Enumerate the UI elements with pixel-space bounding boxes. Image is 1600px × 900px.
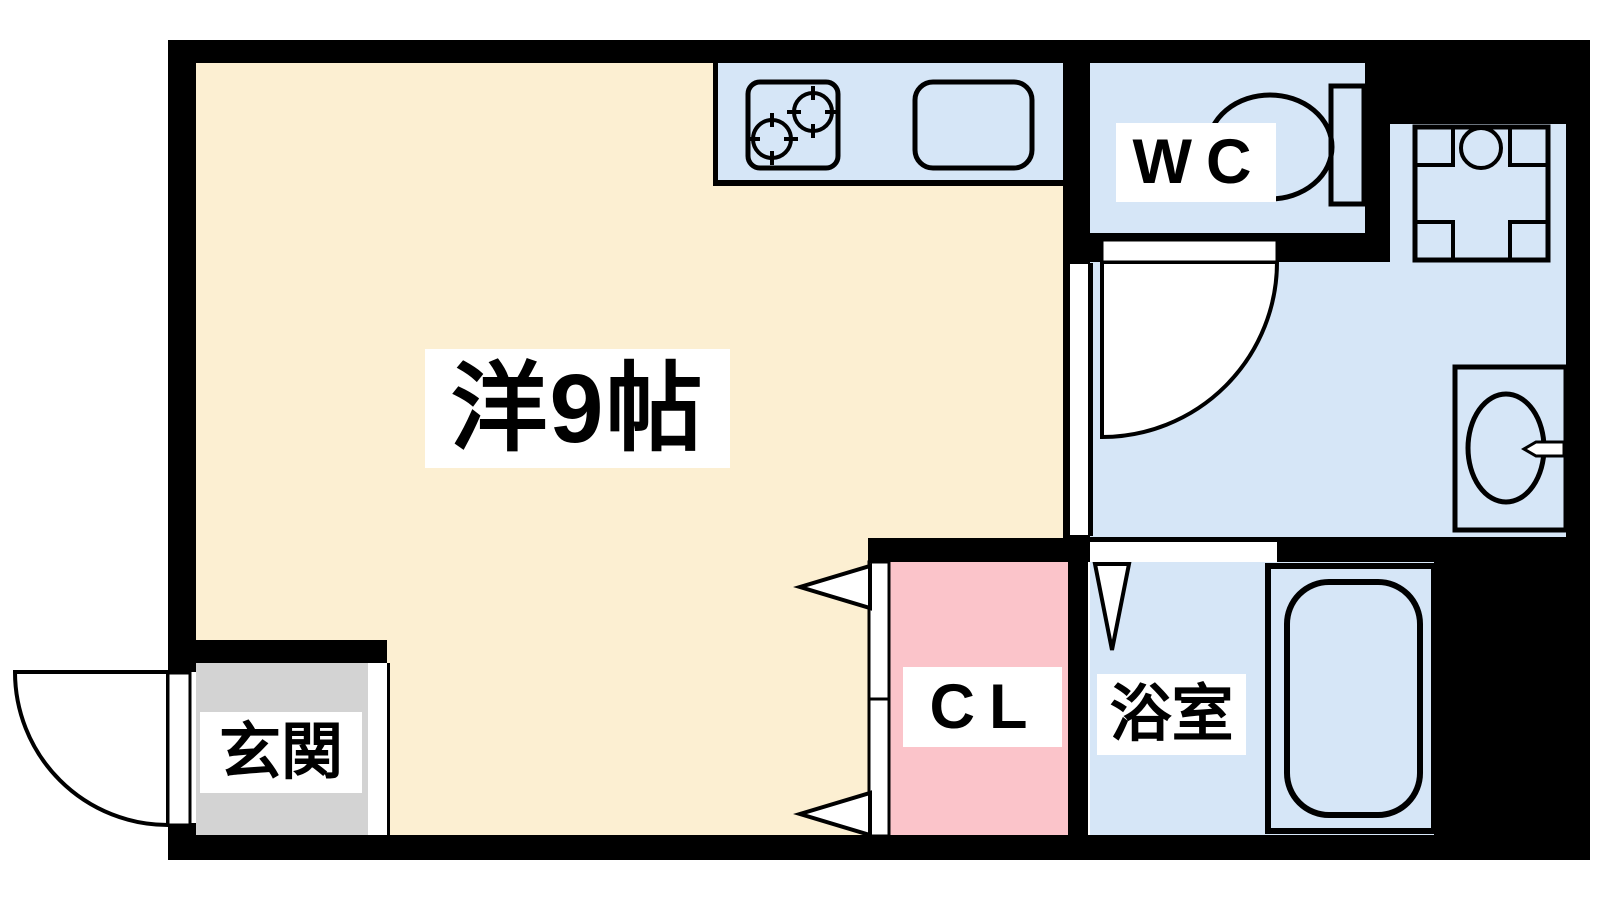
wall-top-right-chunk xyxy=(1390,63,1566,124)
wall-outer-top xyxy=(168,40,1590,63)
bathroom-label: 浴室 xyxy=(1097,674,1246,755)
bathtub-enclosure-icon xyxy=(1265,563,1437,834)
bathtub-icon xyxy=(1284,579,1423,818)
main-room-doorway-opening xyxy=(1068,262,1090,537)
wall-entrance-top xyxy=(195,640,387,663)
main-room-label: 洋9帖 xyxy=(425,349,730,468)
entrance-door-leaf xyxy=(166,671,192,827)
wall-bathroom-right-chunk xyxy=(1434,537,1566,835)
laundry-nook-area xyxy=(1390,124,1566,262)
pan-corner xyxy=(1413,125,1455,167)
wall-closet-bathroom xyxy=(1068,562,1088,838)
bathroom-folding-door-icon xyxy=(1092,562,1132,651)
washbasin-faucet-icon xyxy=(1521,440,1566,458)
stove-icon xyxy=(745,79,841,171)
wc-door-swing-arc xyxy=(1100,260,1280,440)
entrance-door-swing-arc xyxy=(12,670,170,828)
bathroom-doorway-gap xyxy=(1090,542,1277,562)
closet-label: CL xyxy=(903,667,1062,747)
pan-corner xyxy=(1413,220,1455,262)
closet-bifold-arrow-bottom-icon xyxy=(793,790,872,838)
washing-machine-pan-icon xyxy=(1412,124,1551,263)
wall-outer-right xyxy=(1566,40,1590,860)
wall-outer-bottom xyxy=(168,835,1590,860)
closet-bifold-arrow-top-icon xyxy=(793,563,872,611)
wall-outer-left xyxy=(168,40,196,672)
wall-closet-top xyxy=(868,538,1088,562)
wall-wc-right xyxy=(1365,63,1390,262)
wc-door-leaf xyxy=(1100,238,1279,264)
kitchen-sink-icon xyxy=(912,79,1035,171)
wc-label: WC xyxy=(1116,123,1276,202)
pan-corner xyxy=(1508,220,1550,262)
pan-corner xyxy=(1508,125,1550,167)
entrance-label: 玄関 xyxy=(200,712,362,793)
pan-drain-icon xyxy=(1459,126,1503,170)
wall-kitchen-wc xyxy=(1063,63,1090,263)
toilet-tank-icon xyxy=(1328,83,1367,207)
entrance-step-strip xyxy=(368,663,390,837)
washbasin-counter-icon xyxy=(1452,364,1569,533)
